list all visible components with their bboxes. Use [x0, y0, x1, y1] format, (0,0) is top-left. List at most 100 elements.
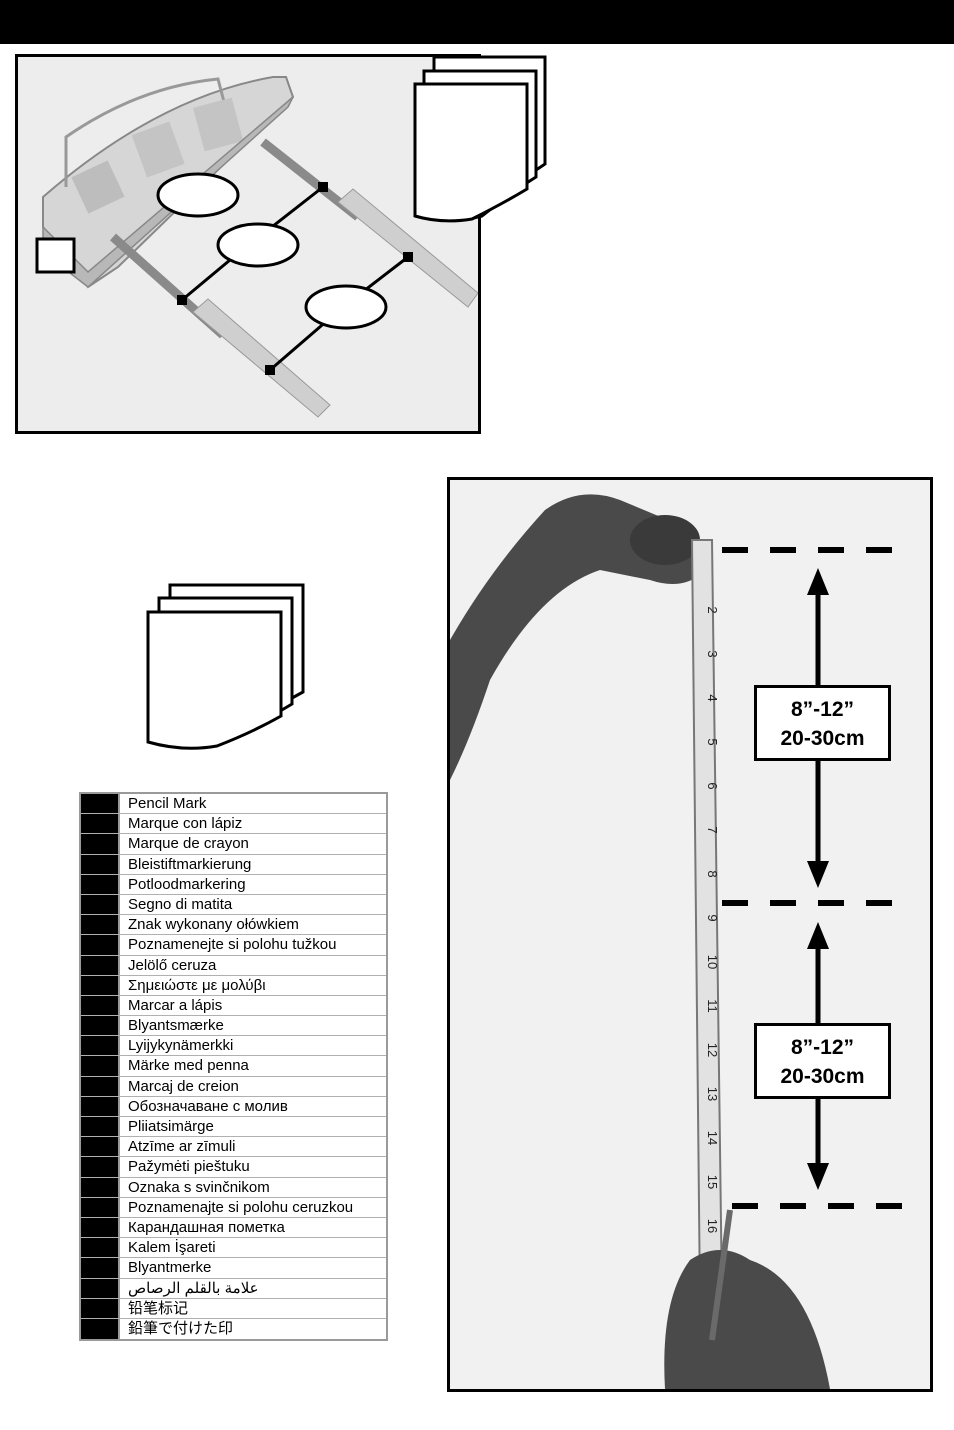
legend-row: Marque de crayon [81, 834, 386, 855]
legend-label: Kalem İşareti [118, 1238, 386, 1258]
legend-swatch [81, 1157, 118, 1177]
document-stack-icon [412, 54, 552, 224]
legend-label: Pliiatsimärge [118, 1117, 386, 1137]
header-bar [0, 0, 954, 44]
measurement-imperial: 8”-12” [790, 1036, 855, 1059]
legend-swatch [81, 1056, 118, 1076]
tape-number: 12 [705, 1043, 720, 1057]
tape-number: 6 [705, 782, 720, 789]
legend-swatch [81, 1177, 118, 1197]
legend-swatch [81, 995, 118, 1016]
legend-swatch [81, 975, 118, 995]
legend-swatch [81, 1197, 118, 1217]
legend-row: Atzīme ar zīmuli [81, 1137, 386, 1158]
legend-row: علامة بالقلم الرصاص [81, 1278, 386, 1299]
measurement-box-upper: 8”-12” 20-30cm [754, 685, 891, 761]
legend-swatch [81, 1036, 118, 1056]
tape-number: 14 [705, 1131, 720, 1145]
measurement-metric: 20-30cm [780, 727, 865, 750]
legend-row: Обозначаване с молив [81, 1096, 386, 1117]
tape-number: 13 [705, 1087, 720, 1101]
legend-swatch [81, 834, 118, 854]
legend-swatch [81, 1016, 118, 1036]
legend-label: Marque con lápiz [118, 814, 386, 834]
tape-number: 10 [705, 955, 720, 969]
legend-label: Oznaka s svinčnikom [118, 1177, 386, 1197]
hardware-illustration [18, 57, 478, 431]
tape-number: 4 [705, 694, 720, 701]
legend-swatch [81, 935, 118, 955]
legend-label: Lyijykynämerkki [118, 1036, 386, 1056]
legend-swatch [81, 1298, 118, 1318]
legend-row: Pencil Mark [81, 794, 386, 815]
measurement-box-lower: 8”-12” 20-30cm [754, 1023, 891, 1099]
measuring-photo: 234567891011121314151617 [447, 477, 933, 1392]
legend-row: Σημειώστε με μολύβι [81, 975, 386, 996]
legend-row: 鉛筆で付けた印 [81, 1318, 386, 1340]
legend-label: Jelölő ceruza [118, 955, 386, 975]
legend-swatch [81, 854, 118, 874]
legend-row: Bleistiftmarkierung [81, 854, 386, 875]
legend-label: Znak wykonany ołówkiem [118, 915, 386, 935]
legend-row: Blyantmerke [81, 1258, 386, 1279]
legend-swatch [81, 814, 118, 834]
legend-row: Poznamenejte si polohu tužkou [81, 935, 386, 956]
tape-number: 15 [705, 1175, 720, 1189]
tape-number: 7 [705, 826, 720, 833]
legend-swatch [81, 1258, 118, 1278]
legend-row: Карандашная пометка [81, 1217, 386, 1239]
legend-swatch [81, 1117, 118, 1137]
legend-label: Marcar a lápis [118, 995, 386, 1016]
legend-row: Znak wykonany ołówkiem [81, 915, 386, 936]
legend-swatch [81, 955, 118, 975]
legend-swatch [81, 1217, 118, 1238]
legend-label: Marque de crayon [118, 834, 386, 854]
legend-row: Lyijykynämerkki [81, 1036, 386, 1057]
tape-number: 11 [705, 999, 720, 1013]
legend-label: علامة بالقلم الرصاص [118, 1278, 386, 1298]
tape-number: 5 [705, 738, 720, 745]
legend-swatch [81, 794, 118, 814]
legend-row: Poznamenajte si polohu ceruzkou [81, 1197, 386, 1218]
legend-row: Marcaj de creion [81, 1076, 386, 1097]
legend-swatch [81, 1096, 118, 1116]
legend-swatch [81, 1238, 118, 1258]
legend-row: Marque con lápiz [81, 814, 386, 835]
legend-row: Kalem İşareti [81, 1238, 386, 1259]
legend-row: Pažymėti pieštuku [81, 1157, 386, 1178]
legend-label: 鉛筆で付けた印 [118, 1318, 386, 1340]
legend-label: 铅笔标记 [118, 1298, 386, 1318]
legend-label: Обозначаване с молив [118, 1096, 386, 1116]
legend-label: Σημειώστε με μολύβι [118, 975, 386, 995]
legend-swatch [81, 1137, 118, 1157]
legend-row: Pliiatsimärge [81, 1117, 386, 1138]
legend-label: Marcaj de creion [118, 1076, 386, 1096]
legend-label: Poznamenajte si polohu ceruzkou [118, 1197, 386, 1217]
measurement-metric: 20-30cm [780, 1065, 865, 1088]
legend-swatch [81, 1076, 118, 1096]
legend-label: Poznamenejte si polohu tužkou [118, 935, 386, 955]
tape-number: 16 [705, 1219, 720, 1233]
legend-row: Potloodmarkering [81, 874, 386, 895]
tape-measure-illustration: 234567891011121314151617 [450, 480, 930, 1389]
document-stack-icon-2 [145, 582, 310, 754]
legend-label: Pencil Mark [118, 794, 386, 814]
legend-row: Blyantsmærke [81, 1016, 386, 1037]
legend-label: Pažymėti pieštuku [118, 1157, 386, 1177]
legend-label: Potloodmarkering [118, 874, 386, 894]
legend-label: Märke med penna [118, 1056, 386, 1076]
hardware-photo [15, 54, 481, 434]
legend-label: Blyantmerke [118, 1258, 386, 1278]
legend-swatch [81, 874, 118, 894]
legend-swatch [81, 915, 118, 935]
measurement-imperial: 8”-12” [790, 698, 855, 721]
legend-label: Blyantsmærke [118, 1016, 386, 1036]
tape-number: 9 [705, 914, 720, 921]
legend-label: Карандашная пометка [118, 1217, 386, 1238]
legend-swatch [81, 1318, 118, 1340]
legend-swatch [81, 894, 118, 915]
legend-label: Bleistiftmarkierung [118, 854, 386, 874]
legend-row: 铅笔标记 [81, 1298, 386, 1319]
legend-row: Oznaka s svinčnikom [81, 1177, 386, 1198]
